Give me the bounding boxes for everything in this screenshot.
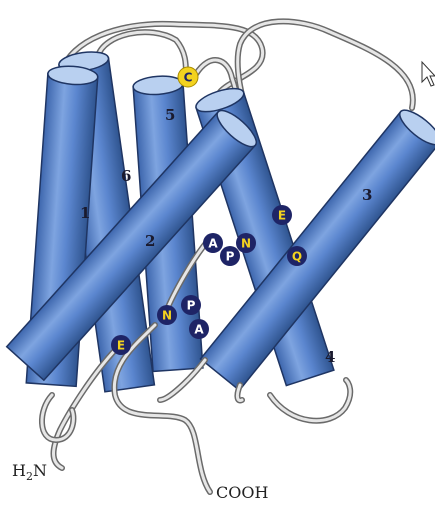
residue-n-mid-label: N <box>241 237 251 251</box>
residue-p-low: P <box>181 295 201 315</box>
residue-e-top: E <box>272 205 292 225</box>
c-terminus: COOH <box>216 483 268 502</box>
helix-6-label: 6 <box>121 167 131 185</box>
residue-q: Q <box>287 246 307 266</box>
residue-e-low: E <box>111 335 131 355</box>
c-terminus-label: COOH <box>216 483 268 502</box>
residue-p-low-label: P <box>187 299 196 313</box>
residue-e-low-label: E <box>117 339 125 353</box>
n-terminus-tail: N <box>33 461 47 480</box>
n-terminus-main: H <box>12 461 26 480</box>
residue-a-low-label: A <box>194 323 204 337</box>
residue-a-mid: A <box>203 233 223 253</box>
residue-p-mid: P <box>220 246 240 266</box>
helix-3-label: 3 <box>362 186 372 204</box>
n-terminus-sub: 2 <box>26 470 33 483</box>
helix-4-label: 4 <box>325 348 335 366</box>
residue-cys: C <box>178 67 198 87</box>
residue-n-mid: N <box>236 233 256 253</box>
residue-cys-label: C <box>184 71 193 85</box>
residue-a-mid-label: A <box>208 237 218 251</box>
cursor-icon <box>422 62 435 86</box>
helix-1-label: 1 <box>80 204 90 222</box>
n-terminus: H2N <box>12 461 47 483</box>
residue-a-low: A <box>189 319 209 339</box>
svg-text:H2N: H2N <box>12 461 47 483</box>
residue-n-low: N <box>157 305 177 325</box>
helix-5-label: 5 <box>165 106 175 124</box>
residue-q-label: Q <box>292 250 302 264</box>
helix-2-label: 2 <box>145 232 155 250</box>
residue-e-top-label: E <box>278 209 286 223</box>
residue-n-low-label: N <box>162 309 172 323</box>
residue-p-mid-label: P <box>226 250 235 264</box>
